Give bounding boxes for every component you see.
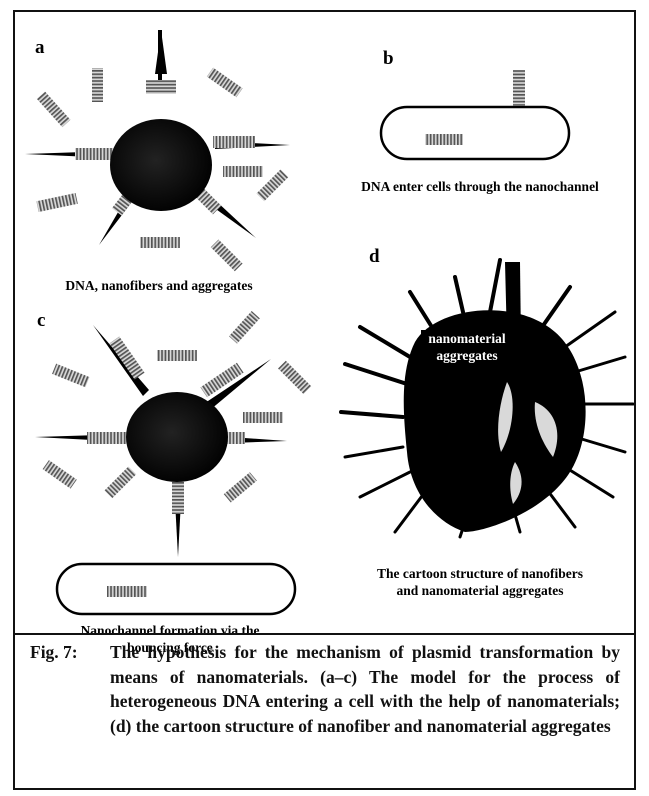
figure-caption-text: The hypothesis for the mechanism of plas… [110,640,620,738]
figure-caption-label: Fig. 7: [30,640,110,738]
panel-d-overlay-line2: aggregates [423,347,511,364]
panel-b-letter: b [383,48,394,70]
panel-b-cell [381,107,569,159]
panel-a-letter: a [35,37,45,59]
panel-c-graphic [35,311,311,614]
panel-a-caption: DNA, nanofibers and aggregates [19,277,299,294]
panel-d-overlay-line1: nanomaterial [423,330,511,347]
panel-c-aggregate [126,392,228,482]
figure-caption: Fig. 7: The hypothesis for the mechanism… [30,640,620,738]
panel-a-graphic [25,30,290,271]
panel-d-caption-line2: and nanomaterial aggregates [325,582,635,599]
figure-area: a DNA, nanofibers and aggregates b DNA e… [15,12,634,632]
panel-c-dna-inside [107,586,147,597]
panel-d-caption-line1: The cartoon structure of nanofibers [325,565,635,582]
panel-c-cell [57,564,295,614]
panel-b-graphic [381,70,569,159]
panel-d-overlay-label: nanomaterial aggregates [421,330,513,364]
panel-d-caption: The cartoon structure of nanofibers and … [325,565,635,599]
panel-d-graphic [341,260,633,537]
panel-b-caption: DNA enter cells through the nanochannel [325,178,635,195]
panel-d-letter: d [369,246,380,268]
panel-c-letter: c [37,310,45,332]
panel-c-caption-line1: Nanochannel formation via the [25,622,315,639]
panel-b-dna-entering [513,70,525,106]
panel-b-dna-inside [425,134,463,145]
panel-a-aggregate [110,119,212,211]
illustration [15,12,634,632]
caption-separator [13,633,636,635]
